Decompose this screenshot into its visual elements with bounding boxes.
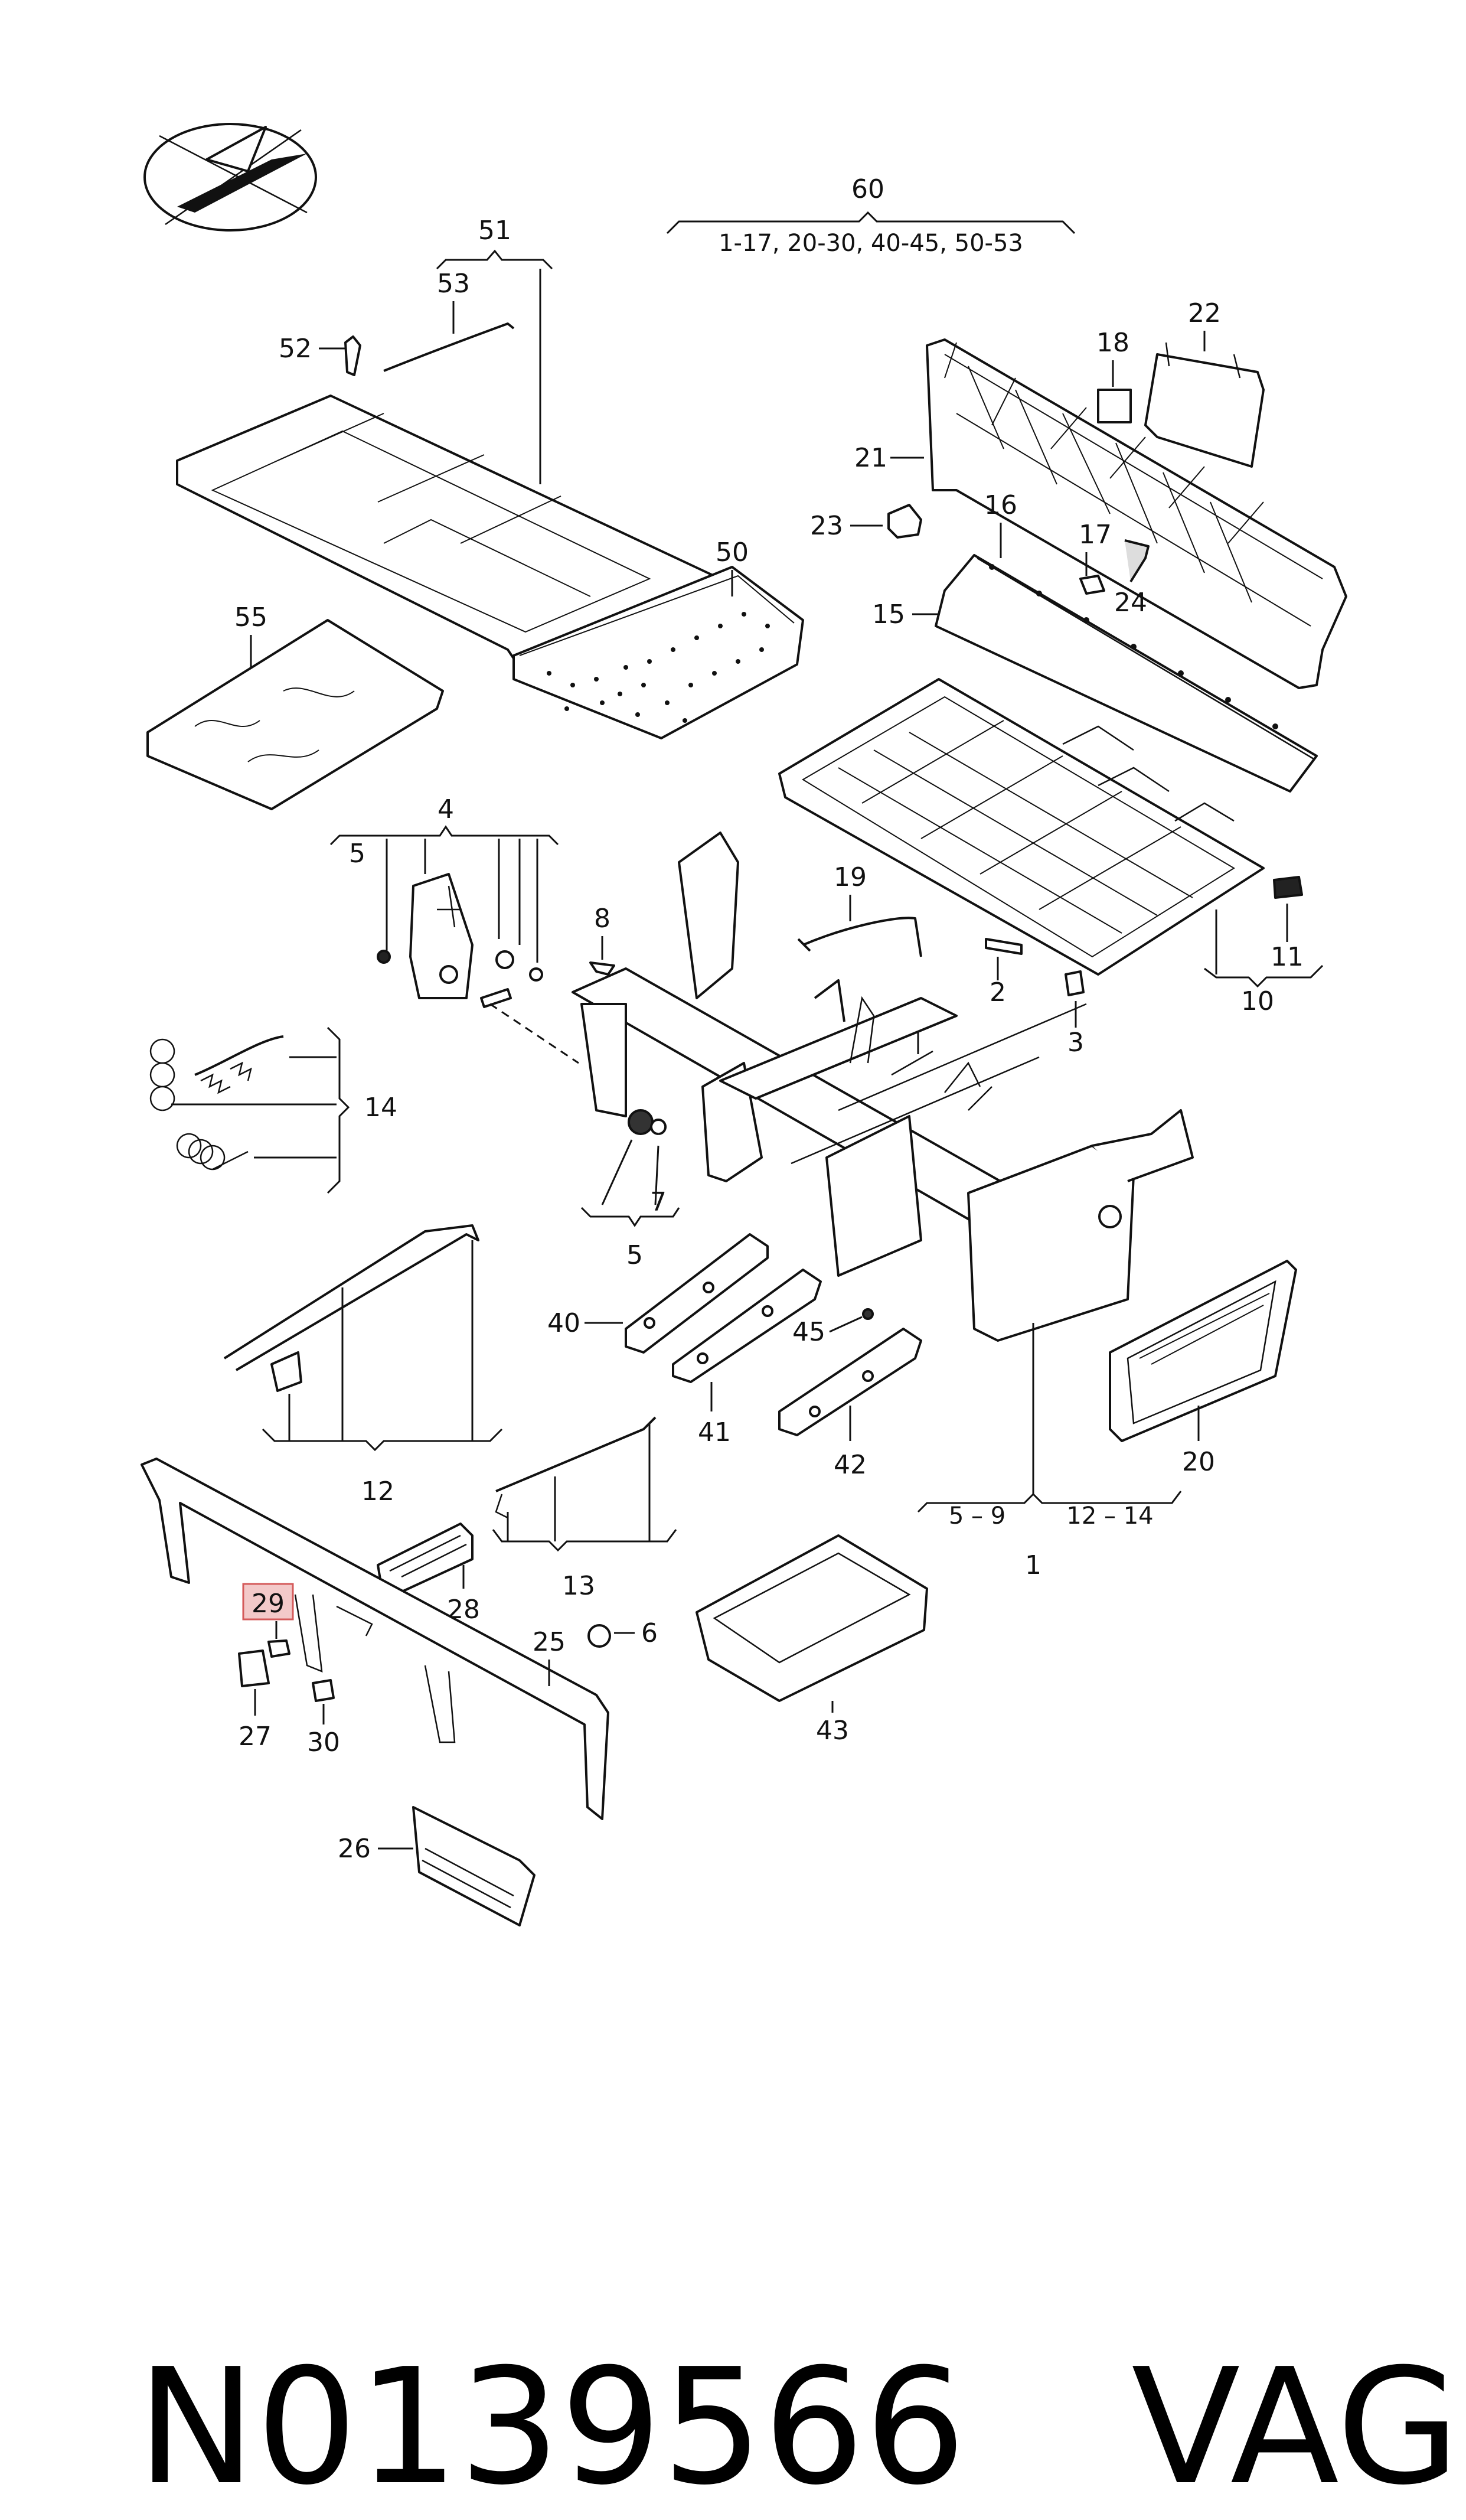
svg-text:52: 52 <box>279 334 312 364</box>
clip-8: 8 <box>589 904 615 976</box>
svg-text:53: 53 <box>437 269 470 299</box>
svg-text:55: 55 <box>234 602 267 633</box>
bracket-assembly-4: 4 5 <box>329 794 579 1064</box>
cover-plate-22: 22 <box>1144 298 1265 468</box>
svg-text:2: 2 <box>990 977 1006 1008</box>
svg-text:15: 15 <box>872 599 905 630</box>
svg-text:4: 4 <box>437 794 454 824</box>
seat-cover-51 <box>176 395 721 669</box>
cushion-pad-55: 55 <box>146 602 444 810</box>
svg-text:50: 50 <box>716 537 749 568</box>
svg-text:41: 41 <box>698 1417 731 1448</box>
seat-frame-10: 10 11 <box>778 678 1324 1016</box>
svg-text:23: 23 <box>810 511 843 541</box>
svg-text:7: 7 <box>650 1187 667 1217</box>
panel-20: 20 <box>1109 1260 1297 1477</box>
svg-text:19: 19 <box>834 862 867 892</box>
svg-text:12 – 14: 12 – 14 <box>1066 1502 1153 1530</box>
bracket-26: 26 <box>338 1806 536 1926</box>
svg-text:11: 11 <box>1271 942 1304 972</box>
svg-text:16: 16 <box>984 490 1017 520</box>
svg-text:12: 12 <box>361 1476 394 1507</box>
svg-text:24: 24 <box>1114 588 1147 618</box>
cable-19: 19 <box>797 862 922 957</box>
callout-51: 51 53 52 <box>279 216 553 484</box>
svg-text:30: 30 <box>307 1727 340 1758</box>
svg-text:27: 27 <box>239 1722 272 1752</box>
svg-text:51: 51 <box>478 216 511 246</box>
svg-text:20: 20 <box>1182 1447 1215 1477</box>
callout-60: 60 1-17, 20-30, 40-45, 50-53 <box>666 174 1076 257</box>
svg-text:1-17, 20-30, 40-45, 50-53: 1-17, 20-30, 40-45, 50-53 <box>719 230 1023 257</box>
svg-text:29: 29 <box>252 1589 285 1619</box>
svg-text:45: 45 <box>792 1317 825 1347</box>
spring-rod-53 <box>383 322 515 372</box>
direction-emblem-icon <box>143 123 317 232</box>
svg-text:1: 1 <box>1025 1550 1041 1580</box>
svg-text:6: 6 <box>641 1618 658 1648</box>
highlight-box-29[interactable] <box>242 1583 294 1621</box>
svg-text:10: 10 <box>1241 986 1274 1016</box>
backrest-frame-21: 21 <box>854 338 1347 689</box>
svg-text:5: 5 <box>349 839 365 869</box>
svg-text:5 – 9: 5 – 9 <box>949 1502 1005 1530</box>
part-number: N0139566 <box>136 2334 967 2520</box>
callout-16-17-24: 16 17 24 <box>984 490 1150 618</box>
svg-text:22: 22 <box>1188 298 1221 328</box>
rail-15: 15 <box>872 554 1318 793</box>
callout-2-3: 2 3 <box>985 938 1085 1058</box>
clip-23: 23 <box>810 504 922 541</box>
rod-12: 12 <box>223 1224 503 1507</box>
svg-text:8: 8 <box>594 904 610 934</box>
svg-text:43: 43 <box>816 1716 849 1746</box>
label-sticker-18: 18 <box>1096 328 1132 423</box>
svg-text:40: 40 <box>547 1308 580 1338</box>
cable-13: 13 <box>492 1416 677 1601</box>
clip-52 <box>344 335 361 376</box>
part-29-highlighted[interactable]: 29 <box>242 1583 294 1658</box>
svg-text:26: 26 <box>338 1834 371 1864</box>
svg-text:18: 18 <box>1096 328 1129 358</box>
svg-text:25: 25 <box>533 1627 566 1657</box>
foam-pad-50: 50 <box>512 537 804 739</box>
springs-14: 14 <box>149 1026 397 1194</box>
bushings-5-7: 7 5 <box>580 1109 680 1270</box>
svg-text:13: 13 <box>562 1571 595 1601</box>
svg-text:3: 3 <box>1067 1028 1084 1058</box>
seat-base-frame-1: 1 5 – 9 12 – 14 <box>572 832 1194 1580</box>
brand-name: VAG <box>1131 2334 1460 2520</box>
svg-text:14: 14 <box>364 1093 397 1123</box>
clip-6: 6 <box>587 1618 658 1648</box>
bolt-30: 30 <box>307 1679 340 1758</box>
svg-text:17: 17 <box>1079 520 1112 550</box>
link-plates-40-41-42: 40 41 42 45 <box>547 1233 922 1480</box>
trim-panel-25: 25 <box>141 1458 609 1820</box>
storage-tray-43: 43 <box>696 1534 928 1746</box>
tag-27: 27 <box>238 1649 272 1752</box>
svg-text:5: 5 <box>626 1240 643 1270</box>
svg-text:60: 60 <box>851 174 884 204</box>
svg-text:21: 21 <box>854 443 887 473</box>
svg-text:42: 42 <box>834 1450 867 1480</box>
